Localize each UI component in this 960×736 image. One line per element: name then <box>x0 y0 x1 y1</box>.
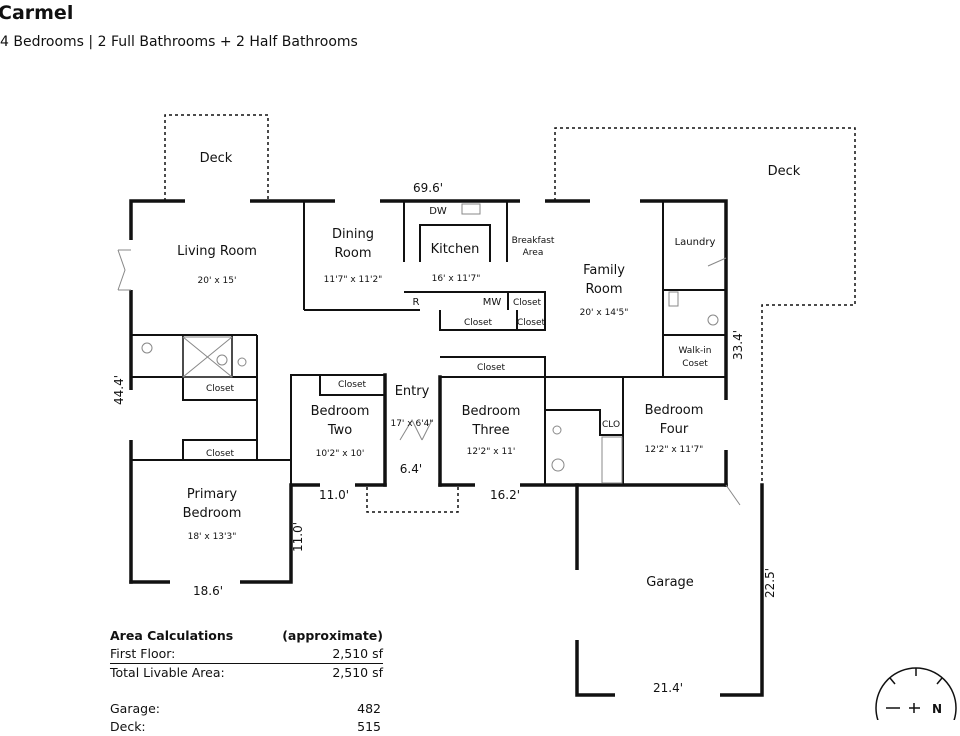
closet-label: Closet <box>477 363 506 373</box>
microwave-label: MW <box>483 297 502 308</box>
area-row: First Floor: 2,510 sf <box>110 645 383 664</box>
floor-plan: Deck Deck 69.6' Living Room 20' x 15' Di… <box>112 114 957 720</box>
dining-room-dim: 11'7" x 11'2" <box>324 275 383 285</box>
breakfast-label-1: Breakfast <box>512 236 555 246</box>
closet-label: Closet <box>464 318 493 328</box>
entry-label: Entry <box>395 384 430 399</box>
bedroom-four-label-1: Bedroom <box>645 403 704 418</box>
area-header: Area Calculations (approximate) <box>110 627 383 645</box>
measure-garage-side: 22.5' <box>763 568 777 598</box>
closet-label: Closet <box>206 449 235 459</box>
primary-bedroom-label-2: Bedroom <box>183 506 242 521</box>
bedroom-four-dim: 12'2" x 11'7" <box>645 445 704 455</box>
family-room-label-2: Room <box>585 282 622 297</box>
measure-bedroom-three: 16.2' <box>490 488 520 502</box>
living-room-label: Living Room <box>177 244 257 259</box>
area-title: Area Calculations <box>110 628 234 643</box>
bedroom-two-label-2: Two <box>327 423 352 438</box>
measure-right: 33.4' <box>731 330 745 360</box>
windows <box>129 199 728 697</box>
compass-icon: N <box>875 667 957 720</box>
area-value: 2,510 sf <box>332 646 383 661</box>
measure-garage-bottom: 21.4' <box>653 681 683 695</box>
measure-primary-bottom: 18.6' <box>193 584 223 598</box>
area-row: Total Livable Area: 2,510 sf <box>110 664 383 682</box>
measure-entry: 6.4' <box>400 462 422 476</box>
area-note: (approximate) <box>282 628 383 643</box>
bedroom-three-label-2: Three <box>471 423 509 438</box>
measure-left: 44.4' <box>112 375 126 405</box>
measure-bedroom-two: 11.0' <box>319 488 349 502</box>
area-value: 482 <box>357 701 381 716</box>
dining-room-label-2: Room <box>334 246 371 261</box>
deck-left-label: Deck <box>200 151 233 166</box>
area-row: Deck: 515 <box>110 718 383 736</box>
area-label: Garage: <box>110 701 160 716</box>
breakfast-label-2: Area <box>523 248 544 258</box>
kitchen-label: Kitchen <box>431 242 480 257</box>
compass-north-label: N <box>932 702 942 716</box>
plan-title: Carmel <box>0 2 74 24</box>
deck-right-label: Deck <box>768 164 801 179</box>
area-label: First Floor: <box>110 646 176 661</box>
dining-room-label-1: Dining <box>332 227 374 242</box>
entry-dim: 17' x 6'4" <box>390 419 433 429</box>
area-label: Deck: <box>110 719 146 734</box>
bedroom-four-label-2: Four <box>660 422 689 437</box>
dishwasher-label: DW <box>429 206 447 217</box>
area-value: 2,510 sf <box>332 665 383 680</box>
laundry-label: Laundry <box>675 237 716 248</box>
primary-bedroom-dim: 18' x 13'3" <box>188 532 237 542</box>
bedroom-two-label-1: Bedroom <box>311 404 370 419</box>
family-room-label-1: Family <box>583 263 625 278</box>
fixtures <box>117 203 741 506</box>
kitchen-dim: 16' x 11'7" <box>432 274 481 284</box>
bedroom-two-dim: 10'2" x 10' <box>316 449 365 459</box>
refrigerator-label: R <box>413 297 420 308</box>
bedroom-three-dim: 12'2" x 11' <box>467 447 516 457</box>
area-label: Total Livable Area: <box>110 665 225 680</box>
closet-label: Closet <box>206 384 235 394</box>
living-room-dim: 20' x 15' <box>198 276 237 286</box>
closet-label: Closet <box>338 380 367 390</box>
walkin-label-1: Walk-in <box>678 346 711 356</box>
clo-label: CLO <box>602 420 620 430</box>
garage-label: Garage <box>646 575 694 590</box>
walkin-label-2: Coset <box>682 359 708 369</box>
measure-top: 69.6' <box>413 181 443 195</box>
area-value: 515 <box>357 719 381 734</box>
family-room-dim: 20' x 14'5" <box>580 308 629 318</box>
primary-bedroom-label-1: Primary <box>187 487 238 502</box>
deck-outlines <box>164 114 856 513</box>
closet-label: Closet <box>517 318 546 328</box>
plan-subtitle: 4 Bedrooms | 2 Full Bathrooms + 2 Half B… <box>0 34 358 50</box>
closet-label: Closet <box>513 298 542 308</box>
measure-primary-side: 11.0' <box>291 522 305 552</box>
bedroom-three-label-1: Bedroom <box>462 404 521 419</box>
area-row: Garage: 482 <box>110 700 383 718</box>
